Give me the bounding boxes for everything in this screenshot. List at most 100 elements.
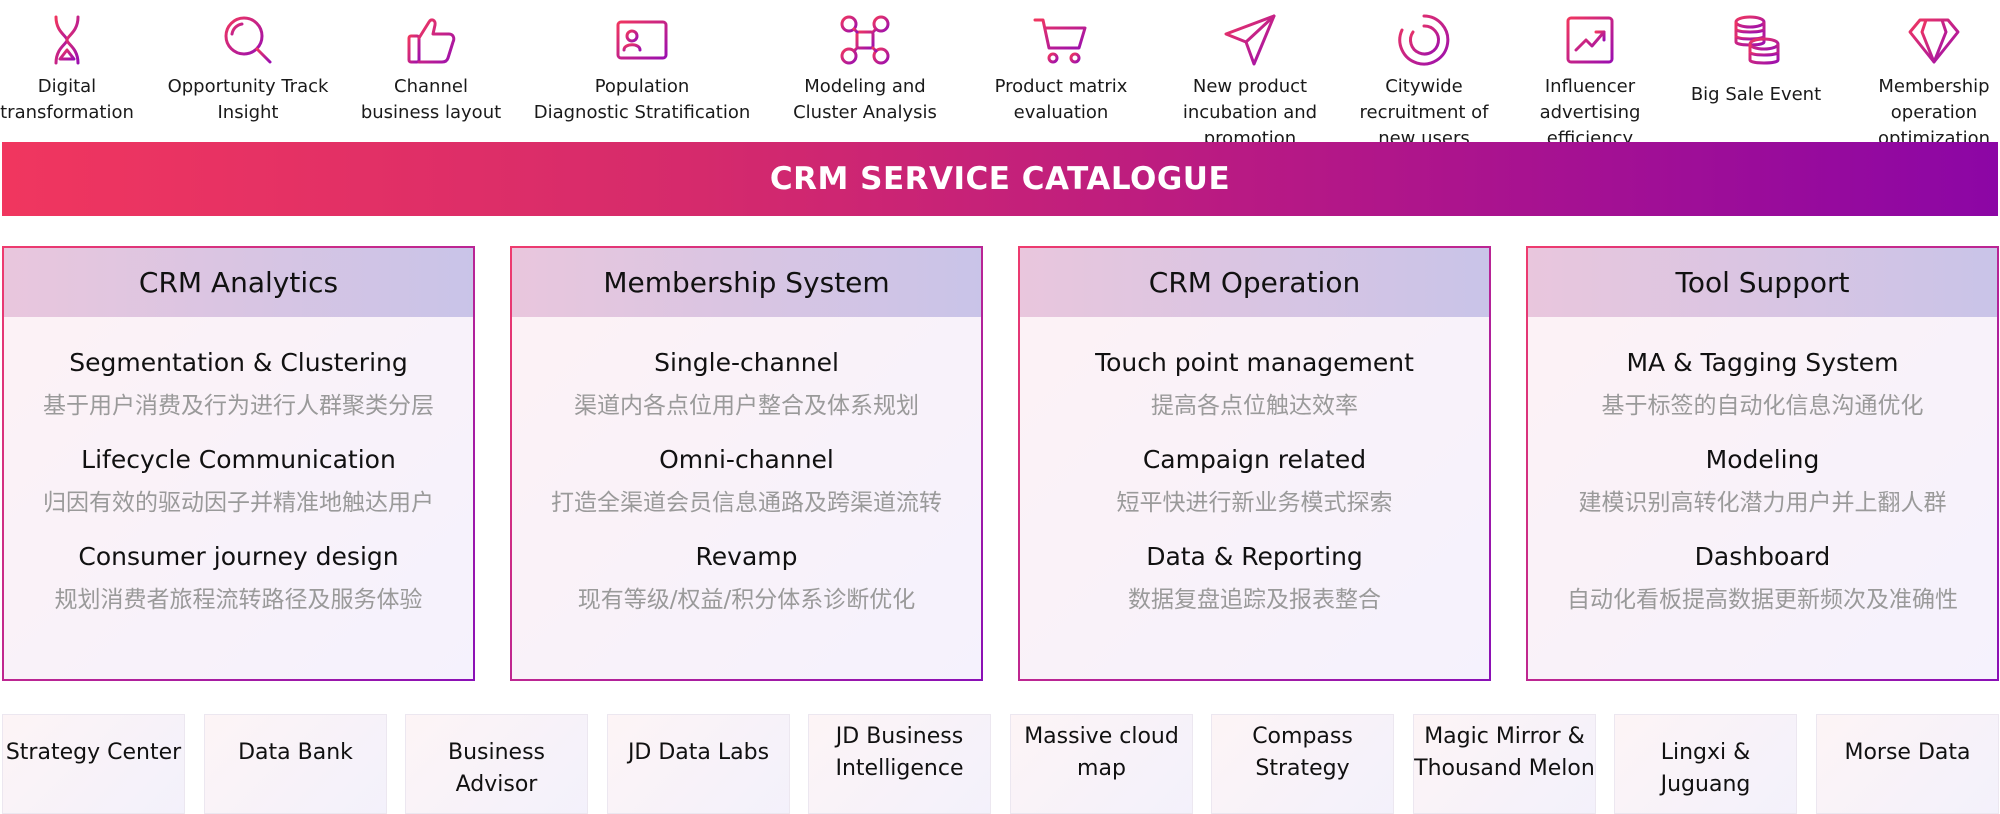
card-item-title: Consumer journey design bbox=[78, 542, 399, 571]
card-item-subtitle: 基于用户消费及行为进行人群聚类分层 bbox=[43, 393, 434, 419]
service-item-product-matrix[interactable]: Product matrix evaluation bbox=[990, 0, 1132, 126]
tool-label: JD Data Labs bbox=[627, 740, 770, 765]
card-tool-support: Tool Support MA & Tagging System 基于标签的自动… bbox=[1526, 246, 1999, 681]
card-item: Consumer journey design 规划消费者旅程流转路径及服务体验 bbox=[4, 541, 473, 616]
service-item-modeling-cluster[interactable]: Modeling and Cluster Analysis bbox=[776, 0, 954, 126]
card-item: MA & Tagging System 基于标签的自动化信息沟通优化 bbox=[1528, 347, 1997, 422]
card-item-title: Segmentation & Clustering bbox=[69, 348, 408, 377]
service-item-population-diagnostic[interactable]: Population Diagnostic Stratification bbox=[532, 0, 752, 126]
service-item-digital-transformation[interactable]: Digital transformation bbox=[0, 0, 134, 126]
card-item-subtitle: 现有等级/权益/积分体系诊断优化 bbox=[577, 587, 916, 613]
card-item-subtitle: 数据复盘追踪及报表整合 bbox=[1128, 587, 1381, 613]
card-item-title: Dashboard bbox=[1694, 542, 1831, 571]
card-item: Omni-channel 打造全渠道会员信息通路及跨渠道流转 bbox=[512, 444, 981, 519]
tool-jd-business-intelligence[interactable]: JD Business Intelligence bbox=[808, 714, 991, 814]
card-item-title: Touch point management bbox=[1095, 348, 1414, 377]
card-item: Single-channel 渠道内各点位用户整合及体系规划 bbox=[512, 347, 981, 422]
card-item: Modeling 建模识别高转化潜力用户并上翻人群 bbox=[1528, 444, 1997, 519]
paper-plane-icon bbox=[1224, 14, 1276, 66]
tool-lingxi-juguang[interactable]: Lingxi & Juguang bbox=[1614, 714, 1797, 814]
card-header: CRM Analytics bbox=[4, 248, 473, 317]
trend-chart-icon bbox=[1566, 16, 1614, 64]
service-label: Influencer advertising efficiency bbox=[1539, 76, 1641, 149]
tool-jd-data-labs[interactable]: JD Data Labs bbox=[607, 714, 790, 814]
tool-morse-data[interactable]: Morse Data bbox=[1816, 714, 1999, 814]
card-membership-system: Membership System Single-channel 渠道内各点位用… bbox=[510, 246, 983, 681]
card-item-title: MA & Tagging System bbox=[1626, 348, 1899, 377]
tool-label: Morse Data bbox=[1844, 740, 1971, 765]
card-title: Tool Support bbox=[1675, 266, 1850, 299]
card-header: CRM Operation bbox=[1020, 248, 1489, 317]
service-item-influencer-advertising[interactable]: Influencer advertising efficiency bbox=[1530, 0, 1650, 152]
service-label: Opportunity Track Insight bbox=[167, 76, 329, 123]
card-item-subtitle: 渠道内各点位用户整合及体系规划 bbox=[574, 393, 919, 419]
tool-compass-strategy[interactable]: Compass Strategy bbox=[1211, 714, 1394, 814]
tool-label: Magic Mirror & Thousand Melon bbox=[1414, 724, 1595, 781]
service-item-new-product[interactable]: New product incubation and promotion bbox=[1170, 0, 1330, 152]
loading-ring-icon bbox=[1398, 14, 1450, 66]
service-label: Channel business layout bbox=[360, 76, 502, 123]
card-title: CRM Analytics bbox=[138, 266, 339, 299]
service-label: New product incubation and promotion bbox=[1182, 76, 1318, 149]
card-header: Tool Support bbox=[1528, 248, 1997, 317]
tool-strategy-center[interactable]: Strategy Center bbox=[2, 714, 185, 814]
service-label: Population Diagnostic Stratification bbox=[533, 76, 751, 123]
card-item-subtitle: 规划消费者旅程流转路径及服务体验 bbox=[54, 587, 423, 613]
tool-label: Lingxi & Juguang bbox=[1660, 740, 1751, 797]
card-item: Data & Reporting 数据复盘追踪及报表整合 bbox=[1020, 541, 1489, 616]
tool-label: Data Bank bbox=[238, 740, 353, 765]
service-item-big-sale[interactable]: Big Sale Event bbox=[1686, 0, 1826, 108]
tool-data-bank[interactable]: Data Bank bbox=[204, 714, 387, 814]
tool-label: JD Business Intelligence bbox=[835, 724, 964, 781]
card-item: Lifecycle Communication 归因有效的驱动因子并精准地触达用… bbox=[4, 444, 473, 519]
id-card-icon bbox=[616, 20, 668, 60]
tool-label: Business Advisor bbox=[447, 740, 545, 797]
card-crm-analytics: CRM Analytics Segmentation & Clustering … bbox=[2, 246, 475, 681]
card-item-title: Modeling bbox=[1705, 445, 1820, 474]
card-item: Touch point management 提高各点位触达效率 bbox=[1020, 347, 1489, 422]
card-item-subtitle: 打造全渠道会员信息通路及跨渠道流转 bbox=[551, 490, 942, 516]
card-item-title: Revamp bbox=[695, 542, 798, 571]
service-label: Membership operation optimization bbox=[1878, 76, 1990, 149]
service-label: Modeling and Cluster Analysis bbox=[793, 76, 937, 123]
tool-magic-mirror[interactable]: Magic Mirror & Thousand Melon bbox=[1413, 714, 1596, 814]
card-item-subtitle: 自动化看板提高数据更新频次及准确性 bbox=[1567, 587, 1958, 613]
card-title: Membership System bbox=[603, 266, 890, 299]
banner-title: CRM SERVICE CATALOGUE bbox=[769, 161, 1231, 197]
card-item-subtitle: 提高各点位触达效率 bbox=[1151, 393, 1358, 419]
thumbs-up-icon bbox=[407, 18, 456, 64]
card-item-subtitle: 基于标签的自动化信息沟通优化 bbox=[1601, 393, 1924, 419]
tool-label: Strategy Center bbox=[5, 740, 182, 765]
card-item: Campaign related 短平快进行新业务模式探索 bbox=[1020, 444, 1489, 519]
service-label: Digital transformation bbox=[0, 76, 134, 123]
tool-label: Massive cloud map bbox=[1024, 724, 1179, 781]
card-item-subtitle: 归因有效的驱动因子并精准地触达用户 bbox=[43, 490, 434, 516]
tool-business-advisor[interactable]: Business Advisor bbox=[405, 714, 588, 814]
service-item-opportunity-track[interactable]: Opportunity Track Insight bbox=[166, 0, 330, 126]
catalogue-banner: CRM SERVICE CATALOGUE bbox=[2, 142, 1998, 216]
coin-stack-icon bbox=[1734, 15, 1780, 65]
tool-massive-cloud-map[interactable]: Massive cloud map bbox=[1010, 714, 1193, 814]
card-item-title: Lifecycle Communication bbox=[81, 445, 396, 474]
service-label: Big Sale Event bbox=[1690, 84, 1822, 105]
card-item-title: Data & Reporting bbox=[1146, 542, 1363, 571]
card-crm-operation: CRM Operation Touch point management 提高各… bbox=[1018, 246, 1491, 681]
service-item-citywide-recruitment[interactable]: Citywide recruitment of new users bbox=[1350, 0, 1498, 152]
service-icon-row: Digital transformation Opportunity Track… bbox=[0, 0, 2000, 149]
card-title: CRM Operation bbox=[1148, 266, 1361, 299]
service-item-membership-operation[interactable]: Membership operation optimization bbox=[1868, 0, 2000, 152]
service-item-channel-business[interactable]: Channel business layout bbox=[360, 0, 502, 126]
card-item: Dashboard 自动化看板提高数据更新频次及准确性 bbox=[1528, 541, 1997, 616]
card-item-subtitle: 短平快进行新业务模式探索 bbox=[1116, 490, 1393, 516]
service-label: Product matrix evaluation bbox=[994, 76, 1128, 123]
service-label: Citywide recruitment of new users bbox=[1359, 76, 1489, 149]
shopping-cart-icon bbox=[1033, 18, 1087, 64]
card-header: Membership System bbox=[512, 248, 981, 317]
card-item-title: Single-channel bbox=[654, 348, 839, 377]
search-icon bbox=[224, 16, 272, 64]
card-item-title: Campaign related bbox=[1142, 445, 1367, 474]
drone-icon bbox=[840, 15, 890, 65]
card-item: Segmentation & Clustering 基于用户消费及行为进行人群聚… bbox=[4, 347, 473, 422]
card-item-title: Omni-channel bbox=[659, 445, 834, 474]
diamond-icon bbox=[1908, 18, 1960, 64]
